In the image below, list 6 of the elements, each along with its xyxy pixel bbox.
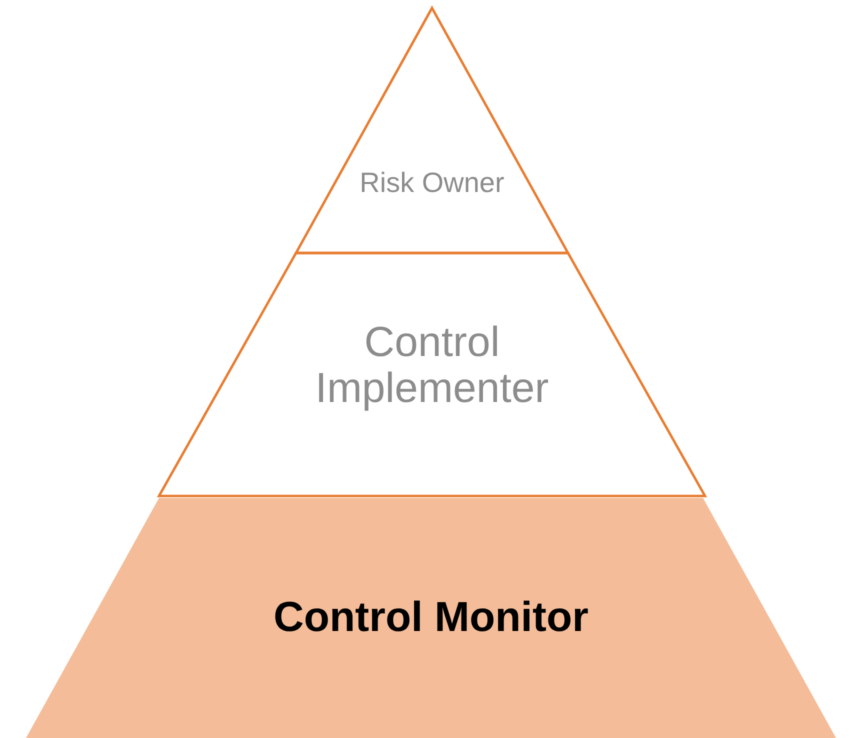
pyramid-tier	[26, 496, 836, 738]
tier-label: Control Monitor	[274, 594, 588, 640]
pyramid-tier	[159, 253, 705, 496]
pyramid-tier	[296, 8, 568, 253]
tier-label: Risk Owner	[360, 168, 504, 199]
tier-label: Control Implementer	[314, 319, 550, 412]
